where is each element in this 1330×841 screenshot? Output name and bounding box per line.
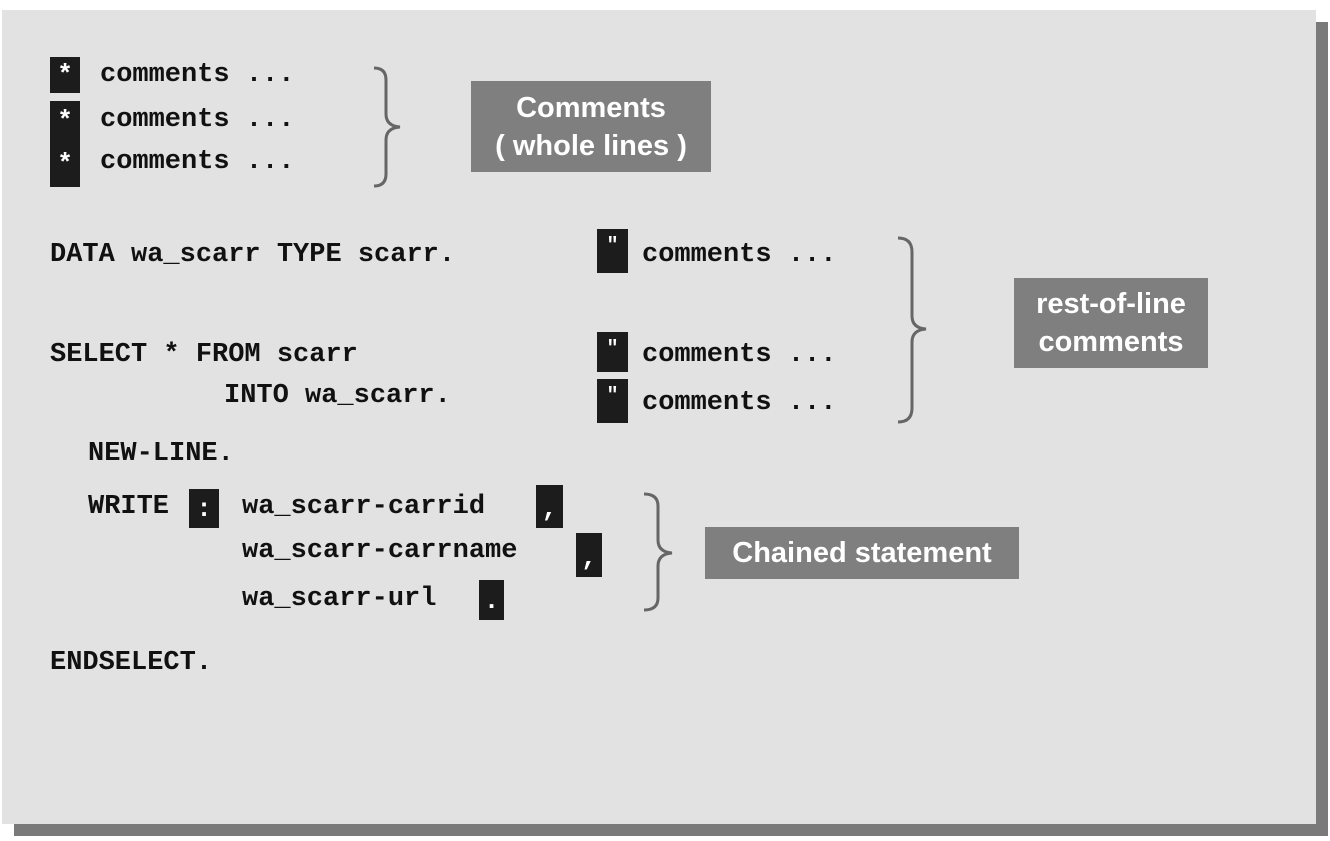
brace-rest-of-line-comments — [897, 236, 927, 424]
write-keyword: WRITE — [88, 492, 170, 522]
label-chained-statement: Chained statement — [705, 527, 1019, 579]
period-marker: . — [479, 580, 504, 620]
asterisk-marker: * — [50, 57, 80, 93]
new-line-statement: NEW-LINE. — [88, 439, 234, 469]
quote-marker: " — [597, 379, 628, 423]
label-whole-line-comments-line1: Comments — [516, 91, 666, 124]
label-rest-of-line-comments: rest-of-line comments — [1014, 278, 1208, 368]
comma-marker: , — [576, 533, 602, 577]
asterisk-marker: * — [50, 101, 80, 141]
quote-marker: " — [597, 229, 628, 273]
comment-line: comments ... — [100, 147, 295, 177]
write-field-carrname: wa_scarr-carrname — [242, 536, 518, 566]
into-clause: INTO wa_scarr. — [224, 381, 451, 411]
write-field-carrid: wa_scarr-carrid — [242, 492, 486, 522]
data-statement: DATA wa_scarr TYPE scarr. — [50, 240, 456, 270]
colon-marker: : — [189, 489, 219, 528]
label-rest-of-line-comments-line1: rest-of-line — [1036, 288, 1186, 320]
quote-marker: " — [597, 332, 628, 372]
asterisk-marker: * — [50, 141, 80, 187]
label-whole-line-comments: Comments ( whole lines ) — [471, 81, 711, 172]
comma-marker: , — [536, 485, 563, 528]
brace-whole-line-comments — [373, 66, 401, 188]
comment-line: comments ... — [100, 60, 295, 90]
label-whole-line-comments-line2: ( whole lines ) — [495, 129, 687, 162]
comment-line: comments ... — [100, 105, 295, 135]
label-rest-of-line-comments-line2: comments — [1038, 326, 1184, 358]
rest-of-line-comment: comments ... — [642, 340, 837, 370]
rest-of-line-comment: comments ... — [642, 388, 837, 418]
endselect-statement: ENDSELECT. — [50, 648, 213, 678]
label-chained-statement-text: Chained statement — [732, 537, 992, 569]
rest-of-line-comment: comments ... — [642, 240, 837, 270]
brace-chained-statement — [643, 492, 673, 612]
write-field-url: wa_scarr-url — [242, 584, 437, 614]
select-statement: SELECT * FROM scarr — [50, 340, 358, 370]
